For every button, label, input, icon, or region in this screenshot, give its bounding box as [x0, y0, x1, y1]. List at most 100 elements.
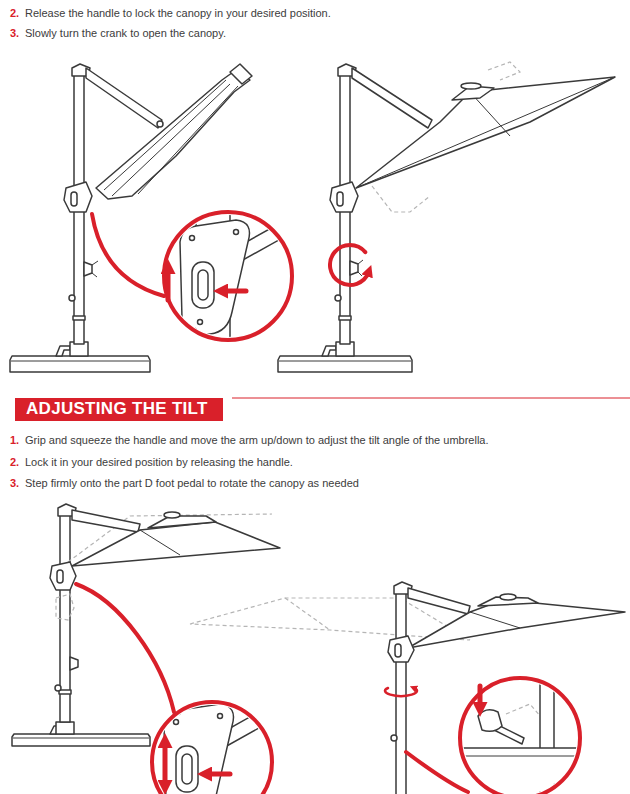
instruction-text: Lock it in your desired position by rele…	[25, 456, 293, 468]
tilt-umbrella-figure-part	[50, 562, 76, 590]
rotate-umbrella-figure-part	[470, 612, 520, 628]
handle-detail-part	[192, 262, 214, 308]
handle-detail-part	[218, 714, 223, 719]
tilt-umbrella-figure-part	[55, 685, 61, 691]
text-slot: 2.	[10, 3, 19, 21]
text-slot: Step firmly onto the part D foot pedal t…	[25, 473, 359, 491]
tilt-umbrella-figure-part	[206, 772, 230, 777]
tilt-umbrella-figure-part	[70, 657, 78, 670]
text-slot: Lock it in your desired position by rele…	[25, 452, 293, 470]
section-heading: ADJUSTING THE TILT	[26, 398, 208, 420]
handle-detail-part	[234, 230, 239, 235]
tilt-umbrella-figure-part	[152, 702, 272, 794]
rotate-umbrella-figure-part	[388, 636, 414, 662]
tilt-umbrella-figure-part	[57, 570, 63, 583]
handle-detail-part	[174, 720, 179, 725]
section-rule	[232, 398, 630, 399]
instruction-text: Slowly turn the crank to open the canopy…	[25, 27, 226, 39]
closed-umbrella-figure-part	[56, 346, 70, 356]
handle-detail-part	[198, 270, 208, 300]
closed-umbrella-figure-part	[71, 192, 77, 206]
tilt-umbrella-figure-part	[72, 510, 140, 532]
opening-umbrella-figure-part	[350, 261, 358, 275]
rotate-umbrella-figure	[190, 582, 625, 794]
handle-detail-part	[190, 236, 195, 241]
opening-umbrella-figure-part	[279, 361, 411, 362]
opening-umbrella-figure-part	[461, 83, 481, 89]
text-slot: Slowly turn the crank to open the canopy…	[25, 23, 226, 41]
tilt-umbrella-figure-part	[140, 530, 180, 555]
tilt-umbrella-figure-part	[148, 516, 216, 528]
rotate-umbrella-figure-part	[391, 735, 397, 741]
tilt-umbrella-figure-part	[76, 584, 174, 712]
closed-umbrella-figure-part	[96, 70, 250, 199]
text-slot: 3.	[10, 473, 19, 491]
step-number: 3.	[10, 27, 19, 39]
opening-umbrella-figure-part	[322, 346, 336, 356]
rotate-umbrella-figure-part	[406, 752, 468, 792]
step-number: 1.	[10, 434, 19, 446]
pedal-detail-part	[450, 756, 600, 757]
text-slot: 2.	[10, 452, 19, 470]
closed-umbrella-figure-part	[222, 289, 246, 294]
closed-umbrella-figure	[10, 64, 304, 372]
pedal-detail-part	[478, 710, 502, 732]
tilt-umbrella-figure-part	[12, 734, 150, 746]
rotate-umbrella-figure-part	[385, 688, 417, 696]
opening-umbrella-figure-part	[358, 260, 363, 264]
instruction-text: Release the handle to lock the canopy in…	[25, 7, 331, 19]
text-slot: Grip and squeeze the handle and move the…	[25, 430, 489, 448]
tilt-umbrella-figure-part	[56, 722, 74, 734]
handle-detail-part	[164, 704, 234, 794]
handle-detail-part	[176, 746, 198, 792]
tilt-umbrella-figure-part	[164, 512, 180, 518]
tilt-umbrella-figure-part	[56, 594, 74, 620]
opening-umbrella-figure-part	[337, 192, 343, 206]
opening-umbrella-figure-part	[358, 272, 362, 276]
closed-umbrella-figure-part	[11, 361, 149, 362]
rotate-umbrella-figure-part	[408, 588, 470, 614]
pedal-detail-part	[450, 748, 600, 794]
pedal-detail	[450, 670, 600, 794]
closed-umbrella-figure-part	[92, 214, 164, 296]
closed-umbrella-figure-part	[10, 356, 150, 372]
opening-umbrella-figure-part	[330, 182, 358, 212]
closed-umbrella-figure-part	[86, 68, 162, 128]
text-slot: 1.	[10, 430, 19, 448]
opening-umbrella-figure-part	[330, 245, 369, 285]
handle-detail-part	[198, 320, 203, 325]
rotate-umbrella-figure-part	[478, 686, 483, 708]
pedal-detail-part	[506, 704, 540, 716]
closed-umbrella-figure-part	[157, 121, 163, 127]
closed-umbrella-figure-part	[69, 295, 75, 301]
opening-umbrella-figure-part	[339, 316, 351, 320]
handle-detail	[164, 690, 284, 794]
rotate-umbrella-figure-part	[190, 598, 470, 640]
opening-umbrella-figure	[278, 62, 615, 372]
rotate-umbrella-figure-part	[408, 601, 625, 648]
text-slot: 3.	[10, 23, 19, 41]
text-slot: Release the handle to lock the canopy in…	[25, 3, 331, 21]
instruction-text: Step firmly onto the part D foot pedal t…	[25, 477, 359, 489]
closed-umbrella-figure-part	[166, 268, 171, 300]
step-number: 2.	[10, 456, 19, 468]
closed-umbrella-figure-part	[92, 273, 97, 277]
opening-umbrella-figure-part	[352, 68, 432, 128]
step-number: 2.	[10, 7, 19, 19]
closed-umbrella-figure-part	[73, 316, 85, 320]
handle-detail-part	[182, 754, 192, 784]
closed-umbrella-figure-part	[64, 182, 92, 212]
tilt-umbrella-figure-part	[13, 738, 149, 739]
opening-umbrella-figure-part	[356, 77, 615, 188]
step-number: 3.	[10, 477, 19, 489]
handle-detail	[180, 190, 304, 370]
tilt-umbrella-figure-part	[59, 690, 71, 694]
tilt-umbrella-figure-part	[60, 514, 70, 722]
rotate-umbrella-figure-part	[285, 598, 330, 630]
closed-umbrella-figure-part	[84, 262, 92, 276]
section-heading-band: ADJUSTING THE TILT	[15, 398, 223, 421]
rotate-umbrella-figure-part	[396, 592, 406, 794]
opening-umbrella-figure-part	[356, 77, 615, 188]
closed-umbrella-figure-part	[104, 80, 226, 190]
